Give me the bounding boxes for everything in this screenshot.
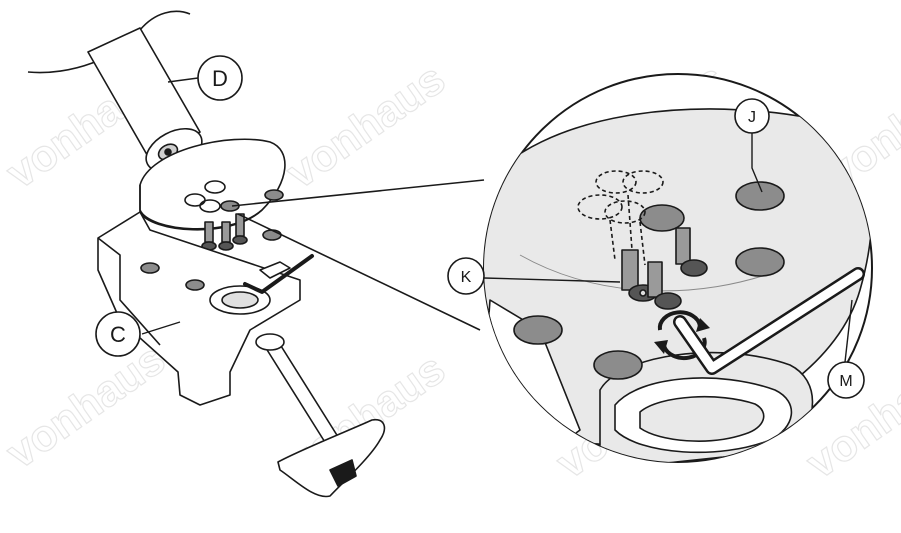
callout-d: D bbox=[197, 55, 243, 101]
watermark-5: vonhaus bbox=[0, 334, 174, 478]
rubber-pad bbox=[593, 350, 643, 380]
detail-magnifier bbox=[483, 73, 873, 463]
callout-d-label: D bbox=[212, 66, 228, 91]
rubber-pad bbox=[639, 204, 685, 232]
rubber-pad bbox=[513, 315, 563, 345]
zoom-connector-lines bbox=[231, 179, 485, 331]
screws-small bbox=[201, 213, 248, 251]
callout-c: C bbox=[95, 311, 141, 357]
callout-m-label: M bbox=[839, 373, 852, 390]
callout-j-label: J bbox=[748, 109, 756, 126]
clamp-screw-knob bbox=[255, 333, 386, 498]
callout-k-label: K bbox=[461, 269, 472, 286]
callout-c-label: C bbox=[110, 322, 126, 347]
callout-k: K bbox=[447, 257, 485, 295]
allen-key-small bbox=[243, 254, 314, 294]
detail-screw-holes bbox=[577, 170, 664, 266]
rubber-pad bbox=[735, 247, 785, 277]
watermark-2: vonhaus bbox=[278, 54, 454, 198]
detail-screws bbox=[621, 227, 708, 310]
callout-m: M bbox=[827, 361, 865, 399]
callout-leaders bbox=[141, 77, 853, 363]
callout-j: J bbox=[734, 98, 770, 134]
rubber-pad-j bbox=[735, 181, 785, 211]
clockwise-rotation-arrows-icon bbox=[654, 310, 710, 361]
clamp-assembly bbox=[27, 10, 386, 498]
